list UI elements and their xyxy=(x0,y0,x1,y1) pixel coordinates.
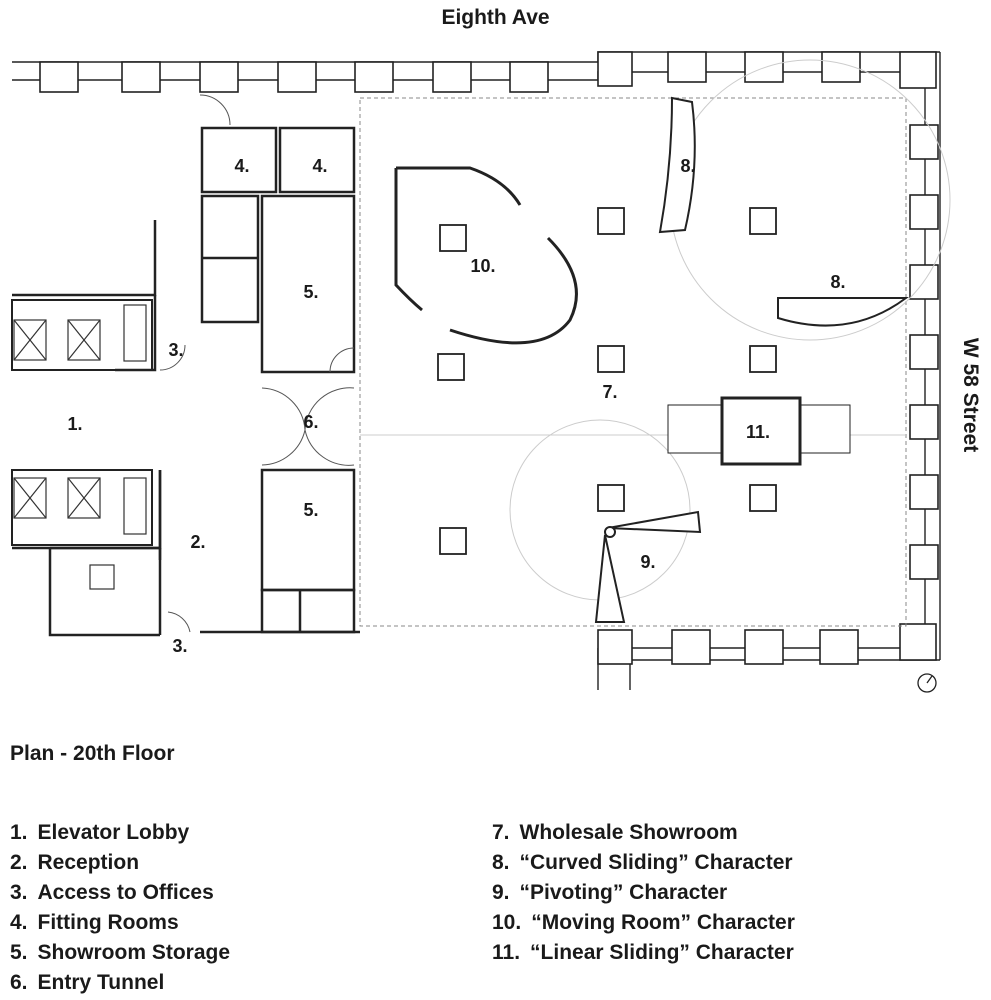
legend-label: Showroom Storage xyxy=(37,941,231,964)
legend-right: 7. Wholesale Showroom 8. “Curved Sliding” … xyxy=(492,818,795,968)
north-arrow-icon xyxy=(917,673,937,693)
rotation-circles xyxy=(509,59,951,601)
window-bays xyxy=(39,51,939,665)
legend-left: 1. Elevator Lobby 2. Reception 3. Access to… xyxy=(10,818,230,998)
legend-label: “Curved Sliding” Character xyxy=(519,851,793,874)
room-tag-4-b: 4. xyxy=(312,156,327,176)
legend-item: 1. Elevator Lobby xyxy=(10,818,230,848)
room-tag-11: 11. xyxy=(746,422,770,442)
room-tag-7: 7. xyxy=(602,382,617,402)
legend-number: 9. xyxy=(492,881,510,904)
legend-number: 1. xyxy=(10,821,28,844)
curved-sliding-element-top xyxy=(658,96,696,234)
curved-sliding-element-right xyxy=(777,297,910,327)
legend-number: 10. xyxy=(492,911,522,934)
legend-item: 4. Fitting Rooms xyxy=(10,908,230,938)
floor-plan: 1. 2. 3. 3. 4. 4. 5. 5. 6. 7. 8. 8. 9. 1… xyxy=(11,51,951,693)
legend-label: Wholesale Showroom xyxy=(519,821,738,844)
legend-item: 3. Access to Offices xyxy=(10,878,230,908)
legend-label: Entry Tunnel xyxy=(37,971,165,994)
room-tag-3-top: 3. xyxy=(168,340,183,360)
room-tag-1: 1. xyxy=(67,414,82,434)
room-tag-9: 9. xyxy=(640,552,655,572)
room-tag-8-right: 8. xyxy=(830,272,845,292)
legend-label: Access to Offices xyxy=(37,881,214,904)
room-tag-3-bottom: 3. xyxy=(172,636,187,656)
legend-number: 2. xyxy=(10,851,28,874)
legend-item: 6. Entry Tunnel xyxy=(10,968,230,998)
room-tag-8-top: 8. xyxy=(680,156,695,176)
legend-item: 11. “Linear Sliding” Character xyxy=(492,938,795,968)
legend-number: 6. xyxy=(10,971,28,994)
legend-number: 11. xyxy=(492,941,521,964)
room-tag-5-top: 5. xyxy=(303,282,318,302)
elevator-cars xyxy=(13,304,147,590)
room-tag-2: 2. xyxy=(190,532,205,552)
legend-number: 3. xyxy=(10,881,28,904)
linear-sliding-element xyxy=(667,396,851,466)
legend-item: 10. “Moving Room” Character xyxy=(492,908,795,938)
legend-item: 7. Wholesale Showroom xyxy=(492,818,795,848)
core-walls xyxy=(11,126,360,637)
legend-number: 5. xyxy=(10,941,28,964)
pivoting-element xyxy=(594,510,702,623)
room-tag-4-a: 4. xyxy=(234,156,249,176)
legend-label: “Moving Room” Character xyxy=(531,911,795,934)
legend-number: 4. xyxy=(10,911,28,934)
showroom-perimeter xyxy=(359,97,907,627)
legend-item: 9. “Pivoting” Character xyxy=(492,878,795,908)
legend-number: 7. xyxy=(492,821,510,844)
doors xyxy=(159,94,355,633)
legend-label: Reception xyxy=(37,851,140,874)
legend-item: 8. “Curved Sliding” Character xyxy=(492,848,795,878)
room-tag-5-bottom: 5. xyxy=(303,500,318,520)
plan-title: Plan - 20th Floor xyxy=(10,742,175,765)
structural-columns xyxy=(437,207,777,555)
room-tag-6: 6. xyxy=(303,412,318,432)
legend-label: Elevator Lobby xyxy=(37,821,190,844)
legend-label: “Pivoting” Character xyxy=(519,881,728,904)
legend-item: 2. Reception xyxy=(10,848,230,878)
street-label-eighth-ave: Eighth Ave xyxy=(441,6,550,29)
moving-room-element xyxy=(394,166,578,345)
legend-label: “Linear Sliding” Character xyxy=(530,941,794,964)
legend-item: 5. Showroom Storage xyxy=(10,938,230,968)
room-tag-10: 10. xyxy=(470,256,495,276)
legend-label: Fitting Rooms xyxy=(37,911,179,934)
legend-number: 8. xyxy=(492,851,510,874)
